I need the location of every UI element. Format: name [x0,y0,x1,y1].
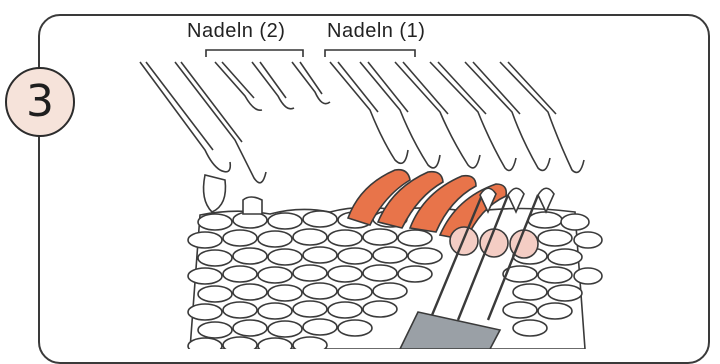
needles-1-bracket [325,50,415,57]
illustration-stage: 3 Nadeln (2) Nadeln (1) [0,0,720,349]
needles-left-group [140,62,330,183]
needles-right-group [330,62,584,172]
knitted-fabric [188,207,602,349]
knitting-drawing [0,0,720,349]
left-hanging-loops [204,175,262,214]
needles-2-bracket [206,50,303,57]
